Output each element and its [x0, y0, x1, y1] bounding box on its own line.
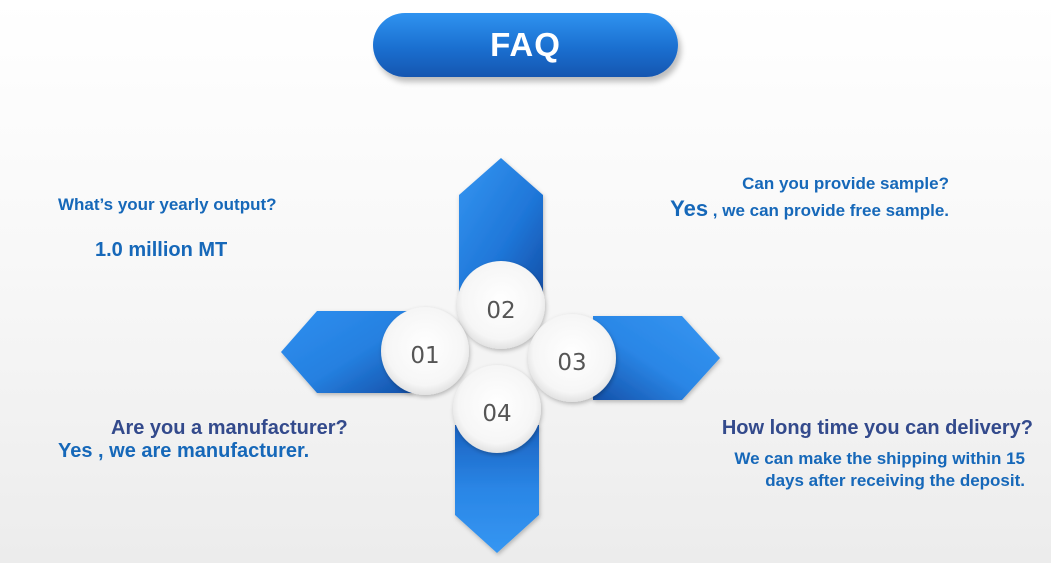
- step-label-01: 01: [410, 343, 439, 369]
- arrow-right: [593, 316, 720, 400]
- step-circle-02: 02: [457, 261, 545, 349]
- step-label-02: 02: [486, 298, 515, 324]
- question-yearly-output: What’s your yearly output?: [58, 195, 277, 214]
- step-label-04: 04: [482, 401, 511, 427]
- answer-manufacturer: Yes , we are manufacturer.: [58, 440, 310, 462]
- faq-title-pill: FAQ: [373, 13, 678, 77]
- arrow-down: [455, 425, 539, 553]
- step-circle-03: 03: [528, 314, 616, 402]
- arrow-up: [459, 158, 543, 292]
- answer-sample-lead: Yes: [670, 196, 709, 221]
- answer-sample-rest: , we can provide free sample.: [708, 201, 949, 220]
- question-manufacturer: Are you a manufacturer?: [111, 417, 348, 439]
- answer-sample: Yes , we can provide free sample.: [670, 196, 949, 222]
- step-circle-04: 04: [453, 365, 541, 453]
- step-label-03: 03: [557, 350, 586, 376]
- question-sample: Can you provide sample?: [742, 174, 949, 193]
- faq-title: FAQ: [490, 26, 561, 63]
- arrow-left: [281, 311, 412, 393]
- answer-delivery-line2: days after receiving the deposit.: [765, 471, 1025, 490]
- answer-yearly-output: 1.0 million MT: [95, 239, 228, 261]
- step-circle-01: 01: [381, 307, 469, 395]
- question-delivery: How long time you can delivery?: [721, 417, 1033, 439]
- answer-delivery-line1: We can make the shipping within 15: [734, 449, 1025, 468]
